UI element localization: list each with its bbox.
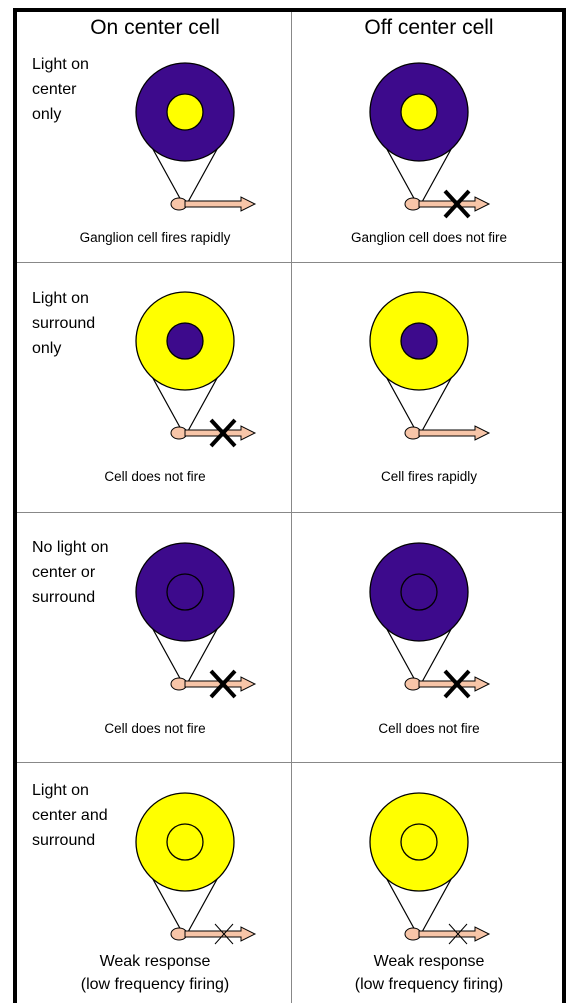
condition-line: center or: [32, 560, 109, 585]
center-circle: [401, 824, 437, 860]
center-circle: [167, 574, 203, 610]
condition-line: No light on: [32, 535, 109, 560]
receptive-field-on-row-1: [120, 62, 290, 222]
caption-line: Weak response: [294, 950, 564, 973]
condition-line: only: [32, 102, 89, 127]
caption-on-row-4: Weak response (low frequency firing): [20, 950, 290, 996]
caption-off-row-2: Cell fires rapidly: [294, 469, 564, 484]
condition-line: Light on: [32, 286, 95, 311]
receptive-field-off-row-2: [354, 291, 524, 451]
row-divider-1: [17, 262, 562, 263]
caption-line: (low frequency firing): [294, 973, 564, 996]
center-circle: [401, 574, 437, 610]
center-circle: [167, 323, 203, 359]
header-on-center: On center cell: [20, 16, 290, 40]
condition-label-row-3: No light on center or surround: [32, 535, 109, 610]
row-divider-2: [17, 512, 562, 513]
center-circle: [167, 94, 203, 130]
frame-border-left: [13, 8, 17, 1003]
axon-arrow: [185, 197, 255, 211]
receptive-field-off-row-3: [354, 542, 524, 702]
condition-line: center and: [32, 803, 108, 828]
caption-off-row-1: Ganglion cell does not fire: [294, 230, 564, 245]
header-off-center: Off center cell: [294, 16, 564, 40]
caption-line: Weak response: [20, 950, 290, 973]
caption-off-row-4: Weak response (low frequency firing): [294, 950, 564, 996]
condition-line: surround: [32, 585, 109, 610]
receptive-field-off-row-4: [354, 792, 524, 952]
condition-line: Light on: [32, 52, 89, 77]
condition-line: center: [32, 77, 89, 102]
condition-line: surround: [32, 828, 108, 853]
condition-label-row-2: Light on surround only: [32, 286, 95, 361]
caption-on-row-3: Cell does not fire: [20, 721, 290, 736]
center-circle: [167, 824, 203, 860]
condition-line: surround: [32, 311, 95, 336]
caption-off-row-3: Cell does not fire: [294, 721, 564, 736]
condition-line: Light on: [32, 778, 108, 803]
center-circle: [401, 323, 437, 359]
frame-border-top: [13, 8, 566, 12]
column-divider: [291, 12, 292, 1003]
condition-line: only: [32, 336, 95, 361]
receptive-field-off-row-1: [354, 62, 524, 222]
receptive-field-on-row-3: [120, 542, 290, 702]
caption-on-row-2: Cell does not fire: [20, 469, 290, 484]
frame-border-right: [562, 8, 566, 1003]
caption-line: (low frequency firing): [20, 973, 290, 996]
center-circle: [401, 94, 437, 130]
axon-arrow: [419, 426, 489, 440]
caption-on-row-1: Ganglion cell fires rapidly: [20, 230, 290, 245]
condition-label-row-4: Light on center and surround: [32, 778, 108, 853]
condition-label-row-1: Light on center only: [32, 52, 89, 127]
row-divider-3: [17, 762, 562, 763]
receptive-field-on-row-4: [120, 792, 290, 952]
receptive-field-on-row-2: [120, 291, 290, 451]
